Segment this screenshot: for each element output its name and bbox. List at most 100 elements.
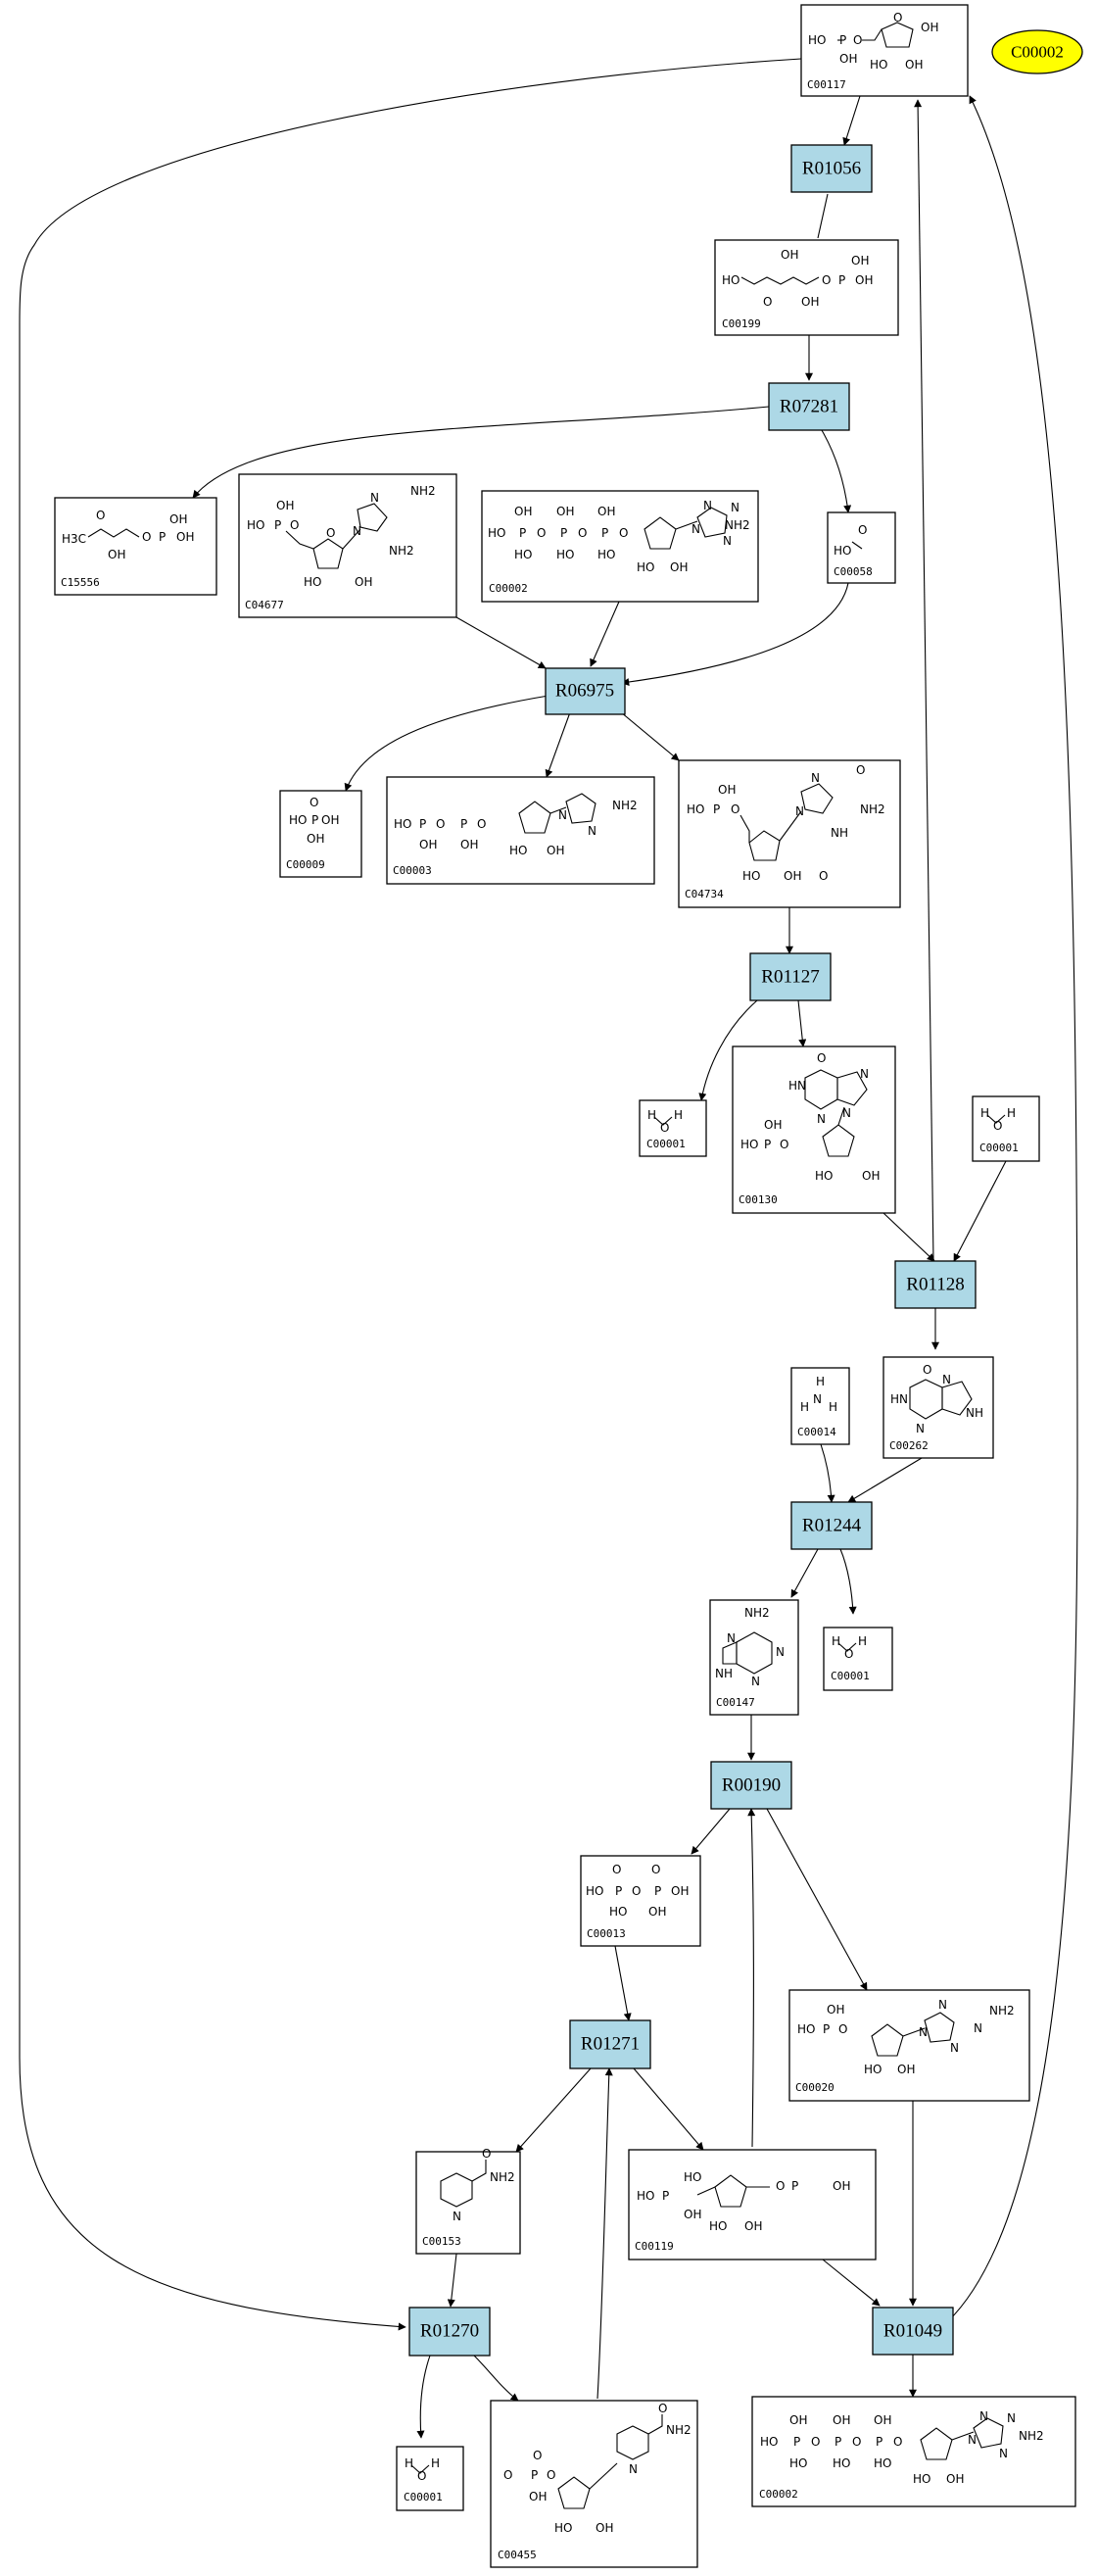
- reaction-R01049[interactable]: R01049: [872, 2307, 954, 2356]
- compound-C00199[interactable]: HO O OH OH O P OH OH C00199: [714, 239, 899, 336]
- reaction-R01244[interactable]: R01244: [790, 1501, 873, 1550]
- structure-C00119: HO OH HO P O P OH HO OH: [637, 2170, 850, 2233]
- atom-label: O: [537, 526, 546, 540]
- compound-box[interactable]: [714, 239, 899, 336]
- atom-label: HO: [247, 518, 264, 532]
- compound-C00002-bottom[interactable]: OH OH OH HO P O P O P O HO HO HO N N N N…: [751, 2396, 1076, 2507]
- compound-C00014[interactable]: H N H H C00014: [790, 1367, 850, 1445]
- structure-C00001: H O H: [980, 1106, 1016, 1133]
- edge: [545, 711, 571, 778]
- compound-C00001-b[interactable]: H O H C00001: [972, 1095, 1040, 1162]
- reaction-R06975[interactable]: R06975: [545, 667, 626, 715]
- atom-label: O: [776, 2179, 785, 2193]
- reaction-box[interactable]: [545, 667, 626, 715]
- compound-box[interactable]: [396, 2446, 464, 2511]
- compound-box[interactable]: [732, 1045, 896, 1214]
- reaction-box[interactable]: [768, 382, 850, 431]
- compound-box[interactable]: [972, 1095, 1040, 1162]
- atom-label: HO: [913, 2472, 930, 2486]
- compound-C00009[interactable]: HO P OH OH O C00009: [279, 790, 362, 878]
- atom-label: O: [844, 1647, 853, 1661]
- compound-C00001-a[interactable]: H O H C00001: [639, 1099, 707, 1157]
- atom-label: OH: [529, 2490, 547, 2503]
- atom-label: HO: [742, 869, 760, 883]
- atom-label: N: [692, 522, 700, 536]
- atom-label: N: [813, 1392, 822, 1406]
- atom-label: HO: [289, 813, 307, 827]
- reaction-box[interactable]: [790, 1501, 873, 1550]
- atom-label: OH: [764, 1118, 782, 1132]
- atom-label: N: [817, 1112, 826, 1126]
- compound-box[interactable]: [490, 2400, 698, 2568]
- atom-label: O: [819, 869, 828, 883]
- compound-C00002-top[interactable]: OH OH OH HO P O P O P O HO HO HO N N N N…: [481, 490, 759, 603]
- compound-box[interactable]: [790, 1367, 850, 1445]
- compound-C00262[interactable]: O HN N N NH C00262: [882, 1356, 994, 1459]
- atom-label: HO: [760, 2435, 778, 2449]
- reaction-R01270[interactable]: R01270: [408, 2307, 491, 2357]
- compound-C00153[interactable]: O NH2 N C00153: [415, 2147, 521, 2255]
- reaction-box[interactable]: [408, 2307, 491, 2357]
- compound-C00013[interactable]: O O HO P O P OH HO OH C00013: [580, 1855, 701, 1947]
- reaction-box[interactable]: [894, 1260, 977, 1309]
- compound-C00001-c[interactable]: H O H C00001: [823, 1627, 893, 1691]
- compound-C00455[interactable]: O O P O OH N NH2 O HO OH C00455: [490, 2400, 698, 2568]
- compound-box[interactable]: [238, 473, 457, 618]
- compound-box[interactable]: [800, 4, 969, 97]
- compound-box[interactable]: [882, 1356, 994, 1459]
- atom-label: N: [776, 1645, 785, 1659]
- compound-box[interactable]: [386, 776, 655, 885]
- atom-label: NH: [715, 1667, 733, 1680]
- atom-label: O: [477, 817, 486, 831]
- reaction-R01127[interactable]: R01127: [749, 952, 832, 1001]
- compound-C00001-d[interactable]: H O H C00001: [396, 2446, 464, 2511]
- edge: [416, 2355, 431, 2439]
- compound-box[interactable]: [751, 2396, 1076, 2507]
- compound-box[interactable]: [788, 1989, 1030, 2102]
- compound-C00020[interactable]: OH HO P O N N N N NH2 HO OH C00020: [788, 1989, 1030, 2102]
- compound-box[interactable]: [628, 2149, 877, 2260]
- compound-C00130[interactable]: O HN N N N OH HO P O HO OH C00130: [732, 1045, 896, 1214]
- reaction-R01056[interactable]: R01056: [790, 144, 873, 193]
- atom-label: P: [835, 2435, 841, 2449]
- reaction-box[interactable]: [749, 952, 832, 1001]
- compound-box[interactable]: [279, 790, 362, 878]
- compound-C04677[interactable]: OH HO P O N N NH2 O NH2 HO OH C04677: [238, 473, 457, 618]
- compound-box[interactable]: [54, 497, 217, 596]
- atom-label: OH: [833, 2179, 850, 2193]
- compound-box[interactable]: [639, 1099, 707, 1157]
- compound-box[interactable]: [415, 2151, 521, 2255]
- structure-C00001: H O H: [405, 2456, 440, 2483]
- reaction-R00190[interactable]: R00190: [710, 1761, 792, 1810]
- compound-C00058[interactable]: O HO C00058: [827, 511, 896, 584]
- reaction-R01271[interactable]: R01271: [569, 2019, 651, 2069]
- reaction-R01128[interactable]: R01128: [894, 1260, 977, 1309]
- compound-C15556[interactable]: H3C O OH O P OH OH C15556: [54, 497, 217, 596]
- compound-box[interactable]: [678, 759, 901, 908]
- atom-label: NH2: [989, 2004, 1015, 2017]
- compound-C00117[interactable]: HO P O OH O OH HO OH C00117: [800, 4, 969, 97]
- atom-label: NH: [831, 826, 848, 840]
- atom-label: P: [274, 518, 281, 532]
- compound-C04734[interactable]: OH HO P O N N O NH2 NH HO OH O C04734: [678, 759, 901, 908]
- atom-label: P: [159, 530, 166, 544]
- edge: [818, 424, 852, 513]
- compound-C00119[interactable]: HO OH HO P O P OH HO OH C00119: [628, 2149, 877, 2260]
- reaction-box[interactable]: [790, 144, 873, 193]
- atom-label: N: [919, 2025, 928, 2039]
- compound-id: C00001: [831, 1670, 870, 1682]
- atom-label: OH: [276, 499, 294, 512]
- compound-box[interactable]: [823, 1627, 893, 1691]
- reaction-box[interactable]: [569, 2019, 651, 2069]
- atom-label: OH: [718, 783, 736, 797]
- compound-box[interactable]: [709, 1599, 799, 1716]
- reaction-R07281[interactable]: R07281: [768, 382, 850, 431]
- compound-box[interactable]: [580, 1855, 701, 1947]
- reaction-box[interactable]: [710, 1761, 792, 1810]
- compound-box[interactable]: [481, 490, 759, 603]
- compound-C00147[interactable]: NH2 N N N NH C00147: [709, 1599, 799, 1716]
- compound-C00003[interactable]: HO P O P O OH OH N N NH2 HO OH C00003: [386, 776, 655, 885]
- reaction-box[interactable]: [872, 2307, 954, 2356]
- compound-id: C00153: [422, 2235, 461, 2248]
